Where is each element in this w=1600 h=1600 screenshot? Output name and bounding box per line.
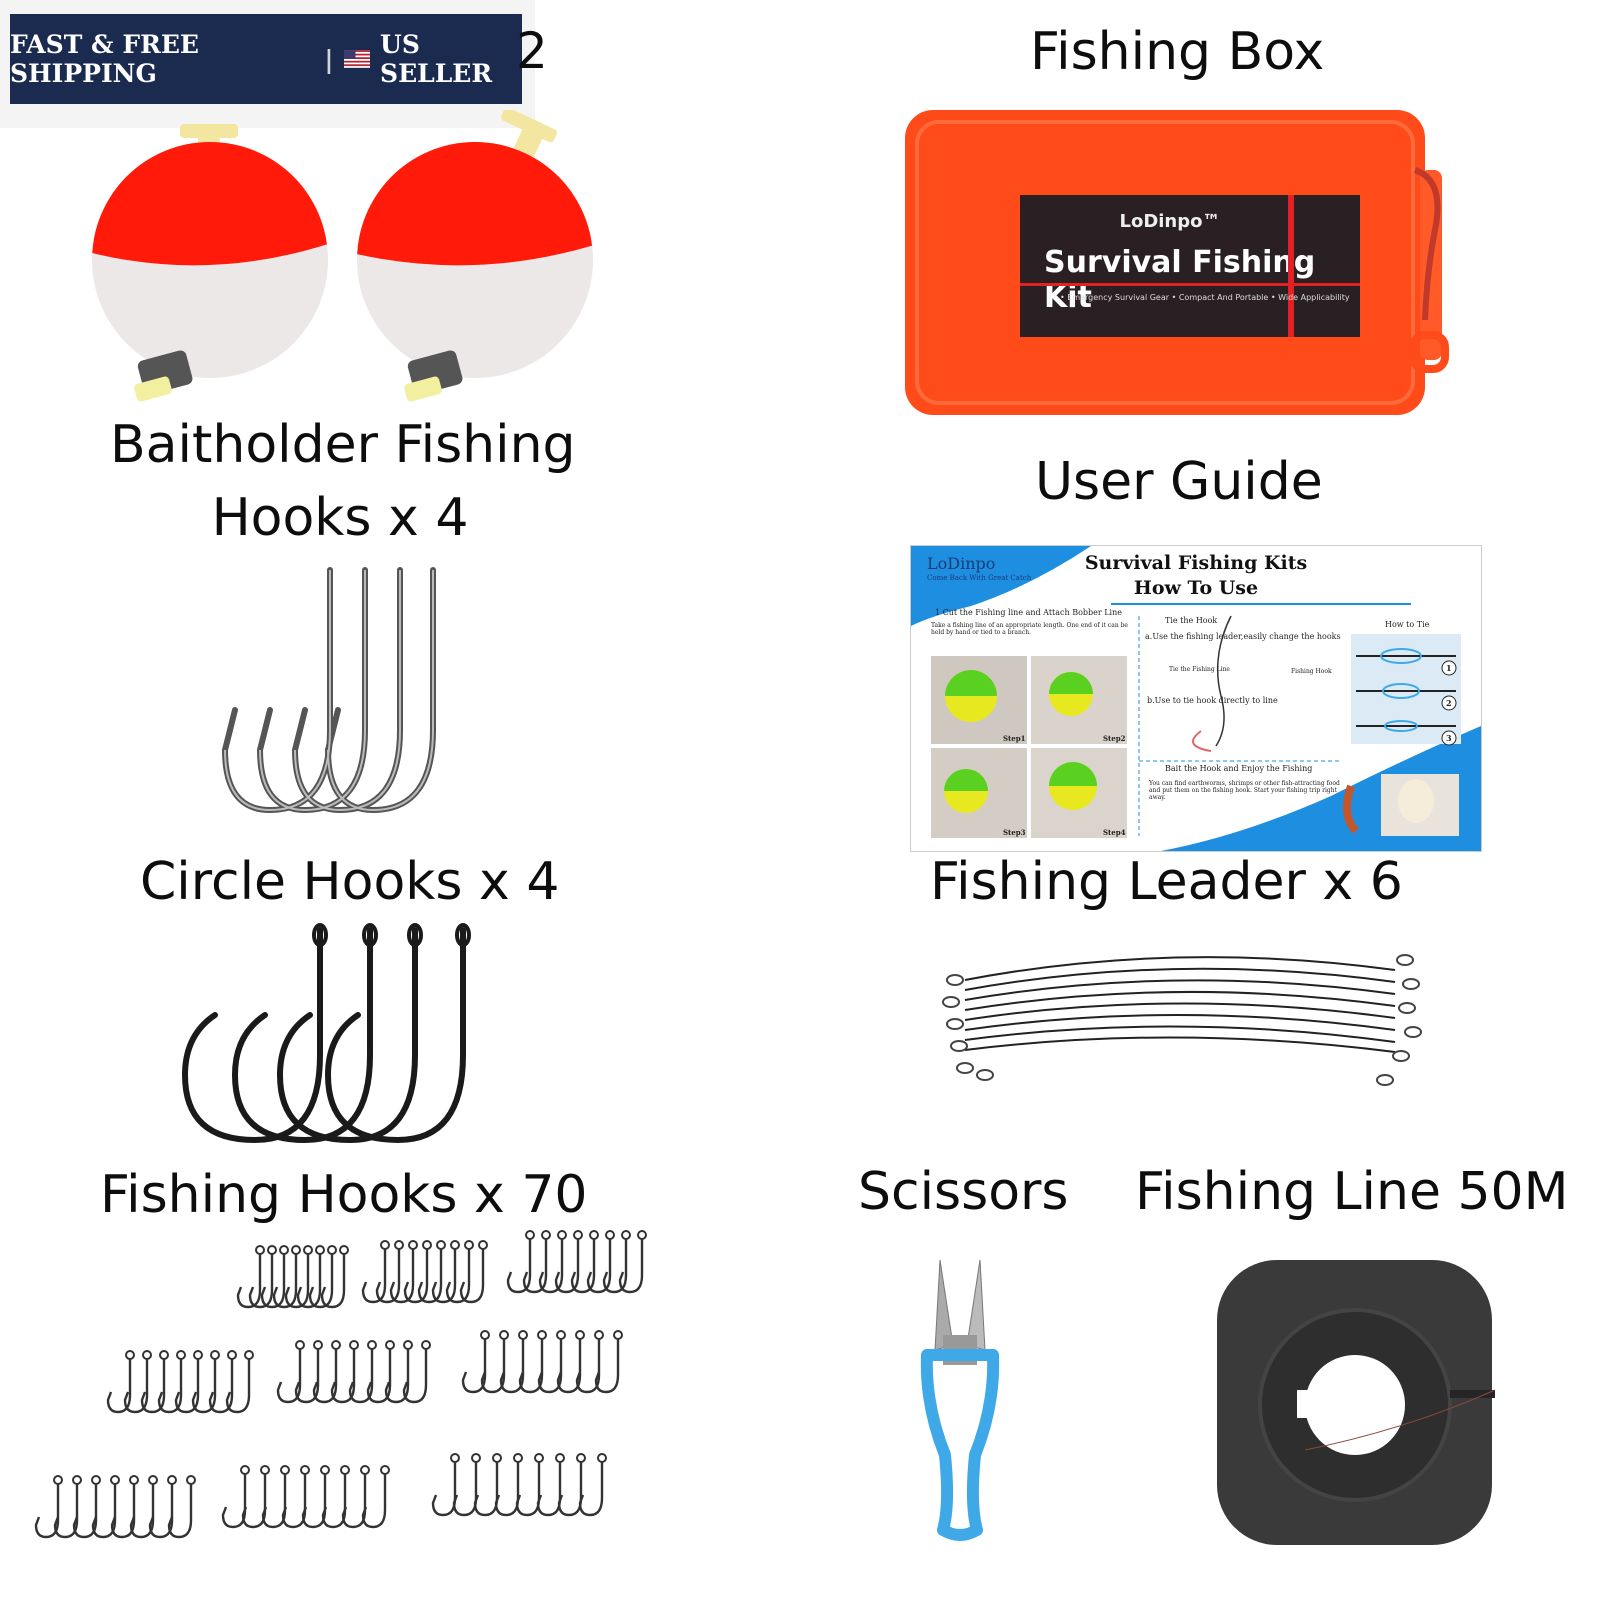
- guide-bait-text: You can find earthworms, shrimps or othe…: [1149, 780, 1340, 801]
- guide-bait-heading: Bait the Hook and Enjoy the Fishing: [1165, 764, 1313, 773]
- guide-knot-number: 2: [1446, 698, 1452, 708]
- hook-group: [236, 1244, 350, 1309]
- shipping-banner-area: FAST & FREE SHIPPING | US SELLER: [0, 0, 535, 128]
- fishing-line-spool-image: [1217, 1260, 1496, 1545]
- user-guide-label: User Guide: [1035, 452, 1323, 512]
- fishing-box-label: Fishing Box: [1030, 22, 1325, 82]
- fishing-hooks-image: [34, 1229, 648, 1539]
- scissors-image: [920, 1259, 1000, 1541]
- fishing-leader-label: Fishing Leader x 6: [930, 852, 1403, 912]
- guide-knot-number: 3: [1446, 733, 1452, 743]
- guide-step-label: Step1: [1003, 734, 1026, 743]
- baitholder-label-line1: Baitholder Fishing: [110, 415, 576, 475]
- hook-group: [431, 1452, 608, 1517]
- box-red-vertical-stripe: [1288, 195, 1294, 337]
- baitholder-label-line2: Hooks x 4: [211, 488, 469, 548]
- guide-brand: LoDinpo: [927, 554, 996, 573]
- guide-title-line2: How To Use: [1133, 577, 1259, 599]
- circle-hooks-image: [181, 923, 471, 1144]
- user-guide-card: LoDinpo Come Back With Great Catch Survi…: [910, 545, 1482, 852]
- us-flag-icon: [343, 50, 371, 68]
- baitholder-hooks-image: [221, 567, 436, 814]
- guide-background-shapes: [911, 546, 1481, 851]
- guide-fishing-hook: Fishing Hook: [1291, 668, 1332, 675]
- banner-separator: |: [324, 44, 334, 74]
- guide-how-to-tie: How to Tie: [1385, 620, 1430, 629]
- fishing-hooks-label: Fishing Hooks x 70: [100, 1165, 588, 1225]
- hook-group: [221, 1464, 391, 1529]
- guide-tie-hook: Tie the Hook: [1165, 616, 1218, 625]
- fishing-leader-image: [942, 954, 1422, 1086]
- box-brand: LoDinpo™: [1119, 211, 1221, 232]
- box-red-stripe: [1020, 283, 1360, 286]
- bobber-count-partial: 2: [516, 22, 548, 80]
- guide-knot-number: 1: [1446, 663, 1452, 673]
- banner-left-text: FAST & FREE SHIPPING: [10, 30, 199, 88]
- guide-tie-a: a.Use the fishing leader,easily change t…: [1145, 632, 1341, 641]
- guide-tagline: Come Back With Great Catch: [927, 574, 1032, 582]
- hook-group: [461, 1329, 624, 1394]
- guide-tie-line: Tie the Fishing Line: [1169, 666, 1230, 673]
- guide-step-label: Step4: [1103, 828, 1126, 837]
- circle-hooks-label: Circle Hooks x 4: [140, 852, 560, 912]
- shipping-banner: FAST & FREE SHIPPING | US SELLER: [10, 14, 522, 104]
- scissors-label: Scissors: [858, 1162, 1069, 1222]
- hook-group: [506, 1229, 648, 1294]
- bobber-right: [357, 110, 593, 402]
- fishing-box-label-plate: LoDinpo™ Survival Fishing Kit • Emergenc…: [1020, 195, 1360, 337]
- guide-tie-b: b.Use to tie hook directly to line: [1147, 696, 1278, 705]
- hook-group: [34, 1474, 197, 1539]
- guide-step1-text: Take a fishing line of an appropriate le…: [931, 622, 1128, 636]
- guide-title-line1: Survival Fishing Kits: [1084, 552, 1308, 574]
- guide-step1-heading: 1 Cut the Fishing line and Attach Bobber…: [935, 608, 1122, 617]
- box-features: • Emergency Survival Gear • Compact And …: [1060, 293, 1350, 302]
- fishing-line-label: Fishing Line 50M: [1135, 1162, 1569, 1222]
- banner-right-text: US SELLER: [380, 30, 493, 88]
- bobbers-image: [92, 110, 593, 402]
- box-title: Survival Fishing Kit: [1044, 245, 1316, 315]
- hook-group: [106, 1349, 255, 1414]
- guide-step-label: Step3: [1003, 828, 1026, 837]
- guide-step-label: Step2: [1103, 734, 1126, 743]
- hook-group: [276, 1339, 432, 1404]
- hook-group: [361, 1239, 489, 1304]
- bobber-left: [92, 124, 328, 402]
